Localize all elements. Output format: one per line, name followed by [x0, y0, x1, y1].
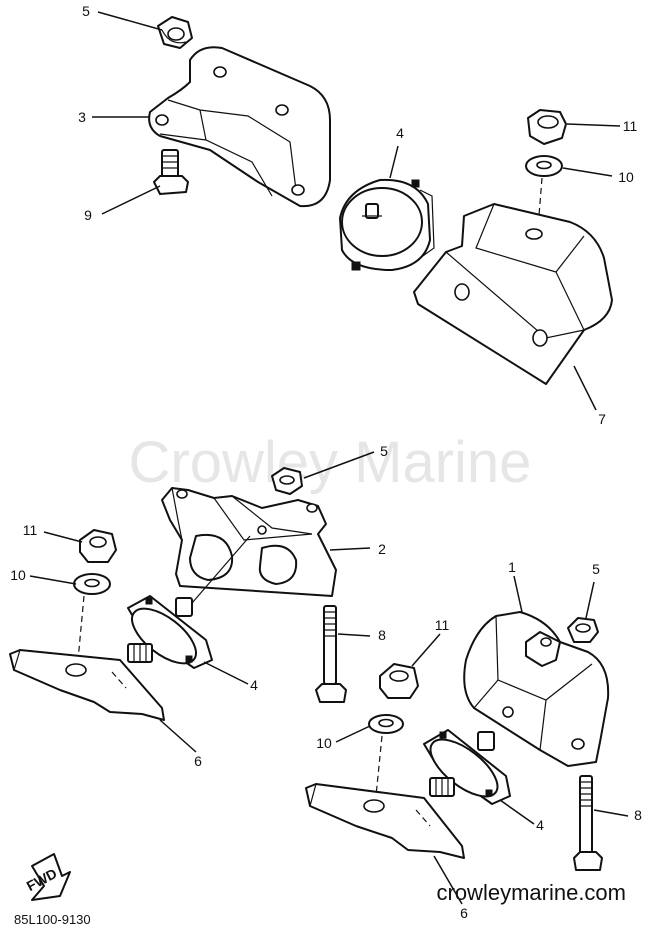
- part-4-mount-top: [339, 178, 435, 271]
- part-8-bolt-middle: [315, 605, 347, 703]
- part-11-nut-left: [79, 529, 117, 563]
- part-3-bracket: [148, 46, 331, 208]
- part-9-bolt: [153, 149, 189, 195]
- callout-11-top: 11: [623, 118, 638, 134]
- callout-1: 1: [508, 559, 516, 575]
- part-2-bracket: [161, 487, 337, 597]
- part-11-nut-top: [527, 109, 567, 145]
- callout-4-top: 4: [396, 125, 404, 141]
- callout-8-right: 8: [634, 807, 642, 823]
- callout-6-bottom: 6: [460, 905, 468, 921]
- part-5-nut-right: [567, 617, 599, 643]
- part-8-bolt-right: [573, 775, 603, 871]
- part-10-washer-top: [525, 155, 563, 177]
- part-10-washer-middle: [368, 714, 404, 734]
- callout-8-middle: 8: [378, 627, 386, 643]
- part-6-plate-bottom: [305, 783, 465, 859]
- part-11-nut-middle: [379, 663, 419, 699]
- callout-9: 9: [84, 207, 92, 223]
- callout-4-bottom: 4: [536, 817, 544, 833]
- callout-10-left: 10: [10, 567, 26, 583]
- callout-5-right: 5: [592, 561, 600, 577]
- fwd-arrow-icon: FWD: [24, 853, 71, 901]
- part-6-plate-left: [9, 649, 165, 721]
- part-5-nut-middle: [271, 467, 303, 495]
- leader-lines: [29, 11, 629, 905]
- callout-6-left: 6: [194, 753, 202, 769]
- callout-4-left: 4: [250, 677, 258, 693]
- callout-7: 7: [598, 411, 606, 427]
- callout-10-top: 10: [618, 169, 634, 185]
- callout-11-left: 11: [23, 522, 38, 538]
- callout-2: 2: [378, 541, 386, 557]
- part-4-mount-bottom: [423, 729, 511, 805]
- callout-3: 3: [78, 109, 86, 125]
- part-7-bracket: [413, 203, 613, 385]
- part-5-nut-top: [157, 16, 193, 49]
- diagram-code: 85L100-9130: [14, 912, 91, 927]
- watermark-text: Crowley Marine: [129, 430, 532, 495]
- part-1-bracket: [463, 611, 610, 767]
- callout-5-top: 5: [82, 3, 90, 19]
- site-url: crowleymarine.com: [437, 880, 627, 905]
- callout-11-middle: 11: [435, 617, 450, 633]
- part-4-mount-left: [127, 595, 213, 669]
- callout-10-middle: 10: [316, 735, 332, 751]
- callout-5-middle: 5: [380, 443, 388, 459]
- part-10-washer-left: [73, 573, 111, 595]
